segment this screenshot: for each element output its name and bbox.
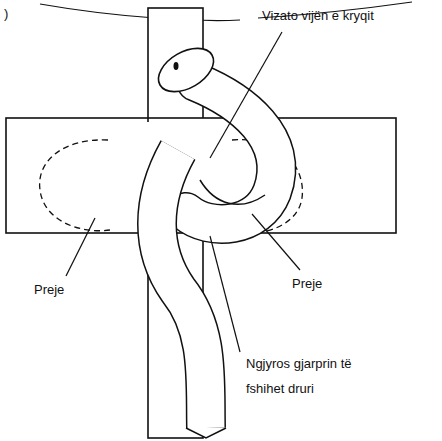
- page-curve: [40, 4, 240, 20]
- annotation: Preje: [292, 272, 352, 297]
- leader-line: [66, 32, 300, 352]
- annotation: Vizato vijën e kryqit: [262, 4, 438, 29]
- cut-line: [40, 140, 110, 231]
- cross: [6, 8, 396, 438]
- scan-mark: ): [4, 2, 24, 27]
- snake: [151, 39, 276, 438]
- annotation: Preje: [34, 278, 94, 303]
- annotation: Ngjyros gjarprin të fshihet druri: [246, 352, 376, 401]
